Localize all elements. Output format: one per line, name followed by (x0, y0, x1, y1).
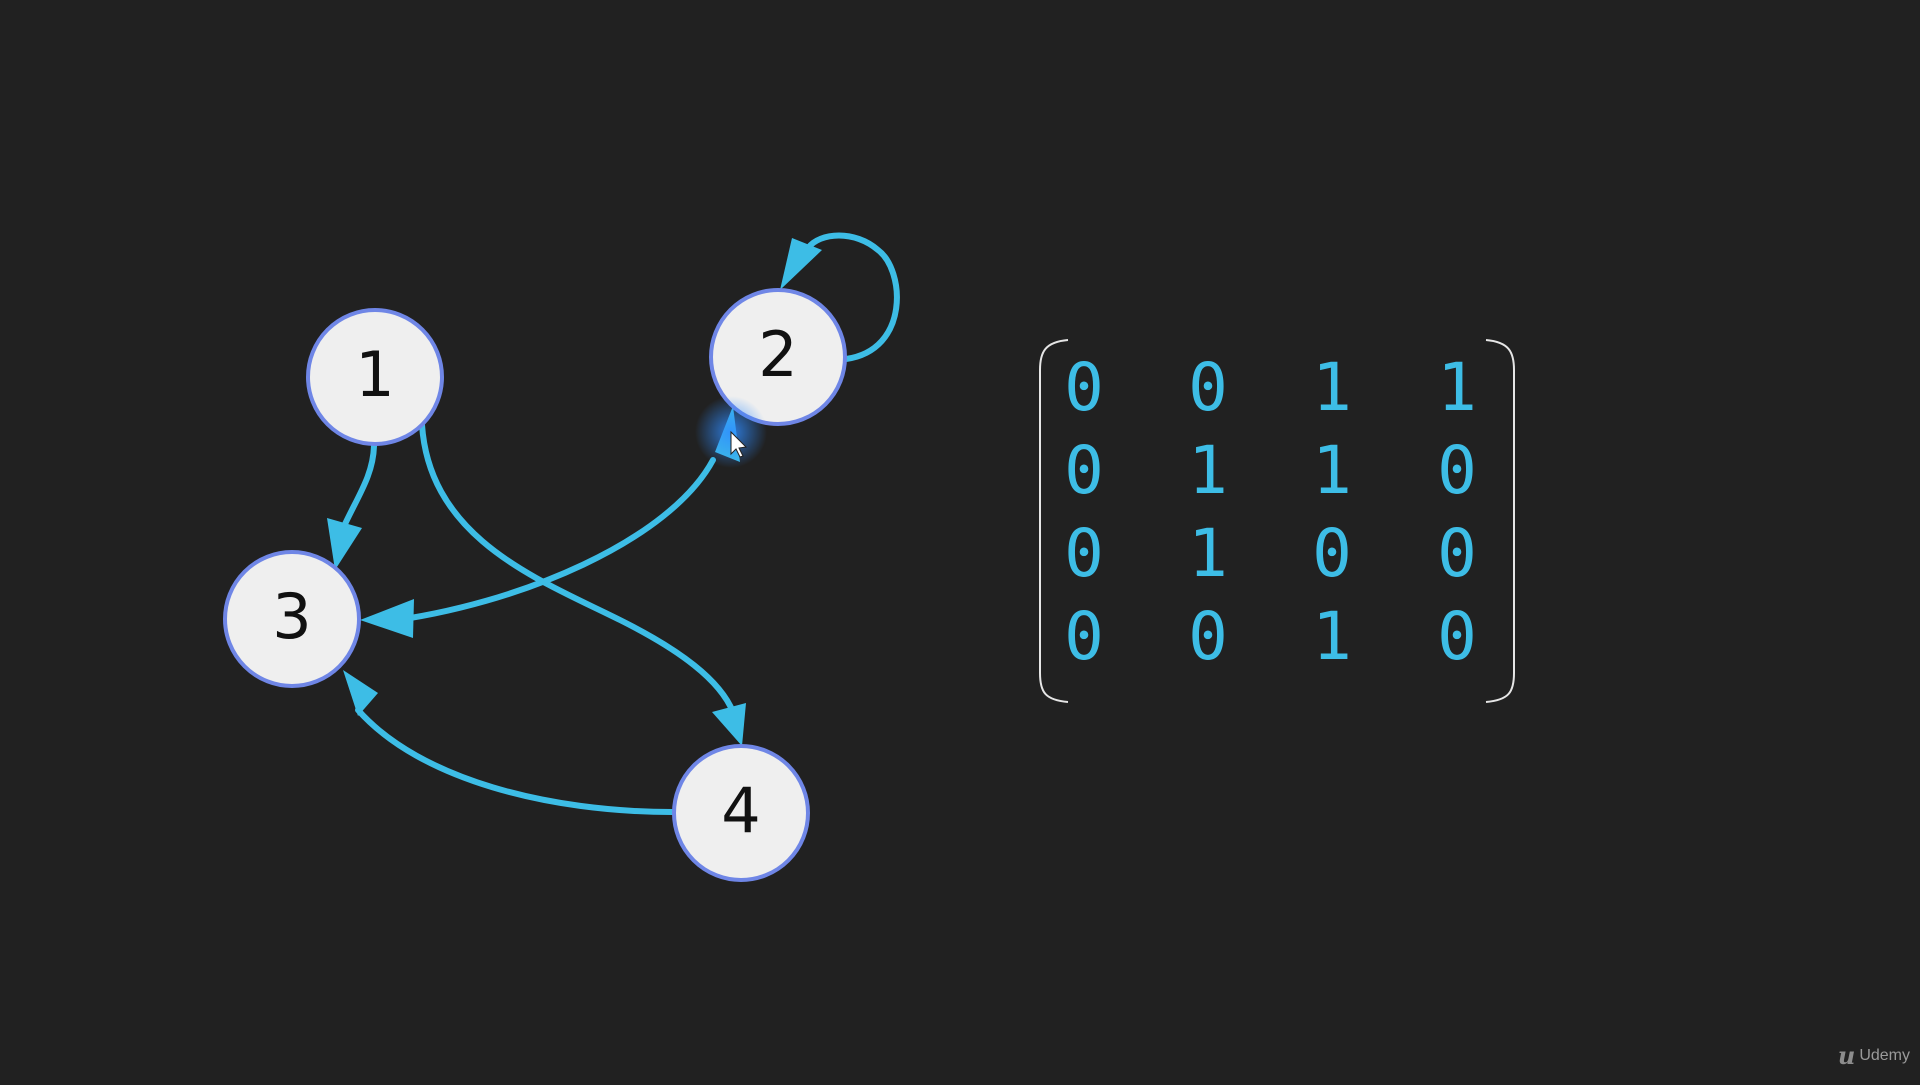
matrix-cell-r3-c1: 0 (1064, 515, 1104, 592)
matrix-cell-r3-c2: 1 (1188, 515, 1228, 592)
matrix-cell-r4-c1: 0 (1064, 598, 1104, 675)
matrix-cell-r2-c4: 0 (1437, 432, 1477, 509)
matrix-cell-r1-c1: 0 (1064, 349, 1104, 426)
mouse-cursor (695, 396, 767, 468)
graph-node-3[interactable]: 3 (223, 550, 361, 688)
matrix-cell-r4-c3: 1 (1312, 598, 1352, 675)
node-label-3: 3 (272, 580, 311, 653)
matrix-left-bracket (1039, 339, 1069, 703)
edge-2-3-bidirectional (380, 457, 716, 625)
matrix-cell-r2-c1: 0 (1064, 432, 1104, 509)
udemy-logo-icon: u (1837, 1041, 1856, 1070)
node-label-2: 2 (758, 318, 797, 391)
matrix-cell-r3-c4: 0 (1437, 515, 1477, 592)
arrowhead-into-3-from-4 (343, 670, 378, 716)
matrix-cell-r3-c3: 0 (1312, 515, 1352, 592)
edge-1-to-3 (337, 443, 377, 538)
cursor-arrow-icon (730, 430, 748, 458)
matrix-cell-r2-c2: 1 (1188, 432, 1228, 509)
arrowhead-into-2-self (780, 238, 822, 290)
edge-2-self-loop (805, 232, 900, 362)
node-label-1: 1 (355, 338, 394, 411)
matrix-cell-r4-c4: 0 (1437, 598, 1477, 675)
graph-node-4[interactable]: 4 (672, 744, 810, 882)
watermark-brand-text: Udemy (1859, 1046, 1910, 1064)
arrowhead-into-3-from-1 (327, 518, 362, 570)
matrix-right-bracket (1485, 339, 1515, 703)
matrix-cell-r1-c2: 0 (1188, 349, 1228, 426)
udemy-watermark: u Udemy (1838, 1041, 1910, 1070)
graph-node-1[interactable]: 1 (306, 308, 444, 446)
edge-4-to-3 (355, 707, 675, 815)
matrix-cell-r2-c3: 1 (1312, 432, 1352, 509)
matrix-cell-r4-c2: 0 (1188, 598, 1228, 675)
arrowhead-into-3-from-2 (360, 599, 414, 638)
graph-node-2[interactable]: 2 (709, 288, 847, 426)
arrowhead-into-4-from-1 (712, 703, 746, 746)
edge-1-to-4 (419, 422, 736, 715)
node-label-4: 4 (721, 774, 760, 847)
matrix-cell-r1-c3: 1 (1312, 349, 1352, 426)
matrix-cell-r1-c4: 1 (1437, 349, 1477, 426)
